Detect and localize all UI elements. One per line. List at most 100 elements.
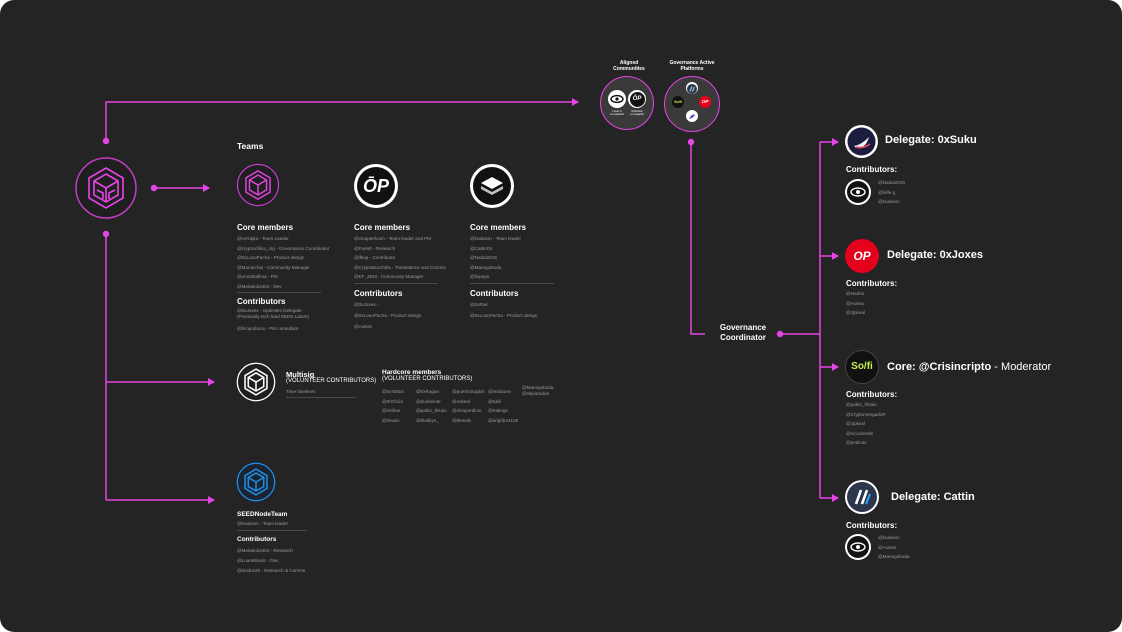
- wire-platforms-to-coordinator: [690, 142, 705, 335]
- divider: [237, 530, 307, 531]
- team3-contrib-heading: Contributors: [470, 289, 519, 298]
- list-item: @Jjokeal: [846, 421, 865, 427]
- list-item: @tukli: [488, 398, 501, 404]
- list-item: @Fuentl - Research: [354, 245, 396, 251]
- list-item: @0rGhcia: [382, 398, 403, 404]
- delegate-cattin-contrib-heading: Contributors:: [846, 521, 898, 530]
- list-item: @Axisss: [846, 300, 864, 306]
- list-item: @bladkys_: [416, 417, 439, 423]
- list-item: @pablo_frisaio: [846, 402, 877, 407]
- list-item: @0xLoooPacha - Product design: [470, 313, 538, 318]
- divider: [237, 292, 321, 293]
- list-item: @pedicax: [846, 440, 867, 446]
- communities-title: Aligned Communities: [613, 60, 645, 72]
- sail-icon: [847, 127, 876, 156]
- hardcore-subtitle: (VOLUNTEER CONTRIBUTORS): [382, 376, 473, 382]
- team1-core-list: @cerrajita - Team Leader @cryptoxfilica_…: [237, 234, 329, 292]
- core-sofi-contrib-heading: Contributors:: [846, 390, 898, 399]
- list-item: @puertontaglos: [452, 389, 485, 394]
- list-item: @Jokeal: [452, 398, 470, 404]
- delegate-cattin-title: Delegate: Cattin: [891, 491, 975, 503]
- list-item: @Nadal2016: [878, 180, 905, 185]
- list-item: @0xRagan: [416, 389, 440, 394]
- hex-cube-icon: [75, 157, 137, 219]
- sofi-icon: So/fi: [672, 96, 684, 108]
- divider: [470, 283, 554, 284]
- community-label-optimism: Optimism en español: [630, 109, 644, 117]
- list-item: @0xJoxes -: [354, 302, 379, 307]
- eye-icon: [847, 536, 869, 558]
- teams-title: Teams: [237, 141, 264, 151]
- optimism-op-icon: ŌP: [628, 90, 646, 108]
- list-item: @tratings: [488, 408, 508, 414]
- seed-title: SEEDNodeTeam: [237, 511, 288, 518]
- paraswap-icon: [686, 110, 698, 122]
- list-item: @imidos25 - Research & Comms: [237, 568, 306, 573]
- list-item: (Previously tech lead SEED Latam): [237, 314, 309, 319]
- team2-core-list: @cinapterlonin - Team leader and PM @Fue…: [354, 234, 446, 282]
- core-sofi-logo: So/fi: [845, 350, 879, 384]
- list-item: @pablo_frisaio: [416, 408, 447, 414]
- arbitrum-icon: [686, 82, 698, 94]
- list-item: @CryptoBocchibs - Translations and Comms: [354, 264, 446, 270]
- platforms-circle: So/fi OP: [664, 76, 720, 132]
- list-item: @felfe.g: [878, 189, 896, 195]
- hardcore-col-2: @0xRagan @dunkeiner @pablo_frisaio @blad…: [416, 387, 447, 425]
- list-item: @imblause: [488, 389, 512, 394]
- divider: [286, 397, 356, 398]
- team2-op-logo: ŌP: [354, 164, 398, 208]
- hex-cube-icon: [236, 163, 280, 207]
- delegate-0xsuku-logo: [845, 125, 878, 158]
- list-item: @fixpeps: [470, 274, 490, 280]
- list-item: @0xLoooPacha - Product design: [354, 313, 422, 318]
- list-item: @imblue: [382, 408, 401, 414]
- list-item: @arlgfdm4125: [488, 417, 519, 423]
- layer2-eye-icon: [608, 90, 626, 108]
- delegate-0xjoxes-contrib-list: @Nadrin @Axisss @Jjokeal: [846, 289, 865, 318]
- delegate-cattin-logo: [845, 480, 879, 514]
- hex-cube-icon: [236, 362, 276, 402]
- list-item: @0xRas: [470, 302, 488, 307]
- list-item: @ficopoducto - PM consultant: [237, 326, 299, 331]
- delegate-0xjoxes-contrib-heading: Contributors:: [846, 279, 898, 288]
- main-hex-logo: [75, 157, 137, 219]
- list-item: @Manogobuda: [878, 554, 910, 560]
- delegate-0xjoxes-logo: OP: [845, 239, 879, 273]
- hex-cube-icon: [236, 462, 276, 502]
- team3-core-list: @koalaion - Team leader @CattinOx @Nadal…: [470, 234, 521, 282]
- list-item: @koalaion: [878, 535, 900, 540]
- delegate-0xjoxes-title: Delegate: 0xJoxes: [887, 249, 983, 261]
- team2-contrib-list: @0xJoxes - @0xLoooPacha - Product design…: [354, 299, 422, 332]
- delegate-0xsuku-title: Delegate: 0xSuku: [885, 134, 977, 146]
- list-item: @MelatedunIlot - Dev: [237, 283, 282, 289]
- list-item: @Axisss: [354, 324, 372, 329]
- list-item: @CryptoVengadoR: [846, 411, 886, 417]
- list-item: @LuansMusic - Dev: [237, 558, 279, 563]
- hardcore-col-1: @0xTattoo @0rGhcia @imblue @imusic: [382, 387, 404, 425]
- list-item: @0xLoooPacha - Product design: [237, 255, 305, 261]
- delegate-0xsuku-contrib-list: @Nadal2016 @felfe.g @koalaion: [878, 178, 905, 207]
- team3-core-heading: Core members: [470, 223, 527, 232]
- multisig-logo: [236, 362, 276, 402]
- team2-core-heading: Core members: [354, 223, 411, 232]
- list-item: @cerrajita - Team Leader: [237, 236, 289, 241]
- list-item: @0xTattoo: [382, 389, 405, 394]
- list-item: @imusic: [382, 417, 400, 423]
- team1-contrib-heading: Contributors: [237, 297, 286, 306]
- list-item: @Manogobuda: [522, 385, 554, 390]
- list-item: @Axisss: [878, 544, 896, 550]
- team3-logo: [470, 164, 514, 208]
- list-item: @cryptoxfilica_org - Governance Coordina…: [237, 245, 330, 251]
- multisig-note: Time timelines: [286, 389, 316, 394]
- op-icon: ŌP: [357, 167, 395, 205]
- list-item: @EF_ZEM - Community Manager: [354, 274, 424, 280]
- team3-contrib-list: @0xRas @0xLoooPacha - Product design: [470, 299, 538, 321]
- divider: [354, 283, 438, 284]
- core-crisincripto-title: Core: @Crisincripto - Moderator: [887, 361, 1052, 373]
- platforms-title: Governance Active Platforms: [669, 60, 715, 72]
- arbitrum-icon: [847, 482, 877, 512]
- list-item: @koalaion: [878, 199, 900, 205]
- hardcore-col-5: @Manogobuda @skiparados: [522, 385, 553, 397]
